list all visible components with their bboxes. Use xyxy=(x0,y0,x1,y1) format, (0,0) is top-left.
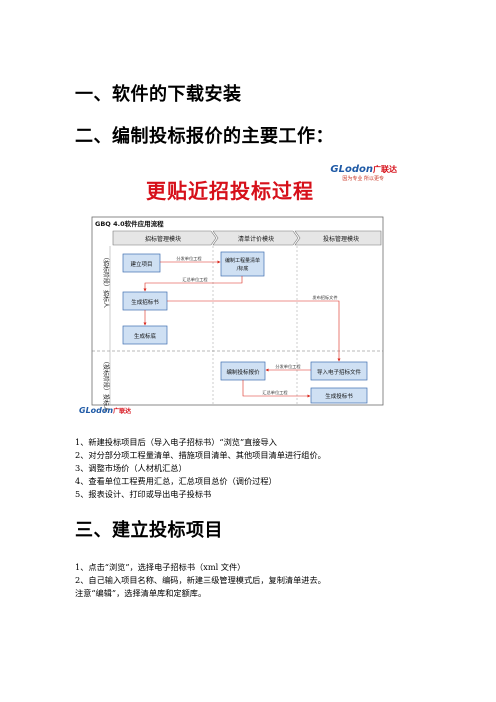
arrow-dispatch-1-label: 分发单位工程 xyxy=(176,255,202,262)
column-header-bid-mgmt xyxy=(294,230,382,246)
flow-slide-image: 更贴近招投标过程 GLodon广联达 因为专业 所以更专 GBQ 4.0软件应用… xyxy=(75,156,401,426)
column-header-pricing xyxy=(212,230,299,246)
heading-download-install: 一、软件的下载安装 xyxy=(75,84,242,105)
column-label-2: 清单计价模块 xyxy=(238,235,274,243)
brand-logo-text: GLodon xyxy=(330,164,373,175)
box-build-project-label: 建立项目 xyxy=(130,260,152,268)
brand-logo-text-bottom: GLodon xyxy=(79,406,114,415)
list-item: 2、自己输入项目名称、编码，新建三级管理模式后，复制清单进去。 xyxy=(75,575,326,585)
heading-main-work: 二、编制投标报价的主要工作： xyxy=(75,126,334,147)
box-build-project xyxy=(122,253,161,273)
arrow-summary-1 xyxy=(143,276,243,292)
glodon-logo-bottom: GLodon广联达 xyxy=(79,406,131,415)
steps-list-create-project: 1、点击“浏览”，选择电子招标书（xml 文件） 2、自己输入项目名称、编码，新… xyxy=(75,561,326,600)
box-gen-baseline-label: 生成标底 xyxy=(134,332,157,340)
brand-tagline: 因为专业 所以更专 xyxy=(342,176,384,182)
arrow-send-file xyxy=(167,300,341,362)
lane-label-tender: （招标阶段）招标人 xyxy=(102,254,110,308)
list-item: 注意“编辑”，选择清单库和定额库。 xyxy=(75,588,207,598)
list-item: 3、调整市场价（人材机汇总） xyxy=(75,463,187,473)
box-import-bid-file-label: 导入电子招标文件 xyxy=(317,368,362,376)
list-item: 1、点击“浏览”，选择电子招标书（xml 文件） xyxy=(75,562,246,572)
brand-logo-cn: 广联达 xyxy=(373,165,397,174)
list-item: 2、对分部分项工程量清单、措施项目清单、其他项目清单进行组价。 xyxy=(75,450,326,460)
box-edit-line1: 编制工程量清单 xyxy=(225,257,260,264)
lane-label-bidder: （投标阶段）投标人 xyxy=(102,358,110,412)
list-item: 5、报表设计、打印或导出电子投标书 xyxy=(75,489,212,499)
arrow-dispatch-2-label: 分发单位工程 xyxy=(275,363,301,370)
arrow-send-file-label: 发布招标文件 xyxy=(312,294,337,301)
steps-list-bid-work: 1、新建投标项目后（导入电子招标书）“浏览”直接导入 2、对分部分项工程量清单、… xyxy=(75,436,326,501)
box-gen-bid-doc-label: 生成招标书 xyxy=(131,298,159,306)
glodon-logo: GLodon广联达 因为专业 所以更专 xyxy=(330,164,397,182)
slide-title: 更贴近招投标过程 xyxy=(146,179,314,203)
box-gen-tender-label: 生成投标书 xyxy=(325,392,353,400)
flow-title: GBQ 4.0软件应用流程 xyxy=(95,219,164,228)
brand-logo-cn-bottom: 广联达 xyxy=(113,408,132,415)
column-label-1: 招标管理模块 xyxy=(145,235,181,243)
box-edit-quantity-list xyxy=(220,251,265,277)
box-import-bid-file xyxy=(310,361,368,381)
list-item: 4、查看单位工程费用汇总，汇总项目总价（调价过程） xyxy=(75,476,277,486)
arrow-summary-1-label: 汇总单位工程 xyxy=(182,276,208,283)
list-item: 1、新建投标项目后（导入电子招标书）“浏览”直接导入 xyxy=(75,437,277,447)
column-label-3: 投标管理模块 xyxy=(323,235,359,243)
box-edit-line2: /标底 xyxy=(237,265,249,272)
box-edit-bid-price-label: 编制投标报价 xyxy=(226,368,260,376)
column-header-tender-mgmt xyxy=(112,230,217,246)
box-gen-baseline xyxy=(122,325,168,345)
arrow-summary-2-label: 汇总单位工程 xyxy=(262,389,288,396)
box-gen-tender xyxy=(310,387,368,404)
heading-create-bid-project: 三、建立投标项目 xyxy=(75,520,223,541)
arrow-summary-2 xyxy=(242,380,311,398)
flow-diagram: GBQ 4.0软件应用流程 招标管理模块 清单计价模块 投标管理模块 （招标阶段… xyxy=(91,216,384,412)
